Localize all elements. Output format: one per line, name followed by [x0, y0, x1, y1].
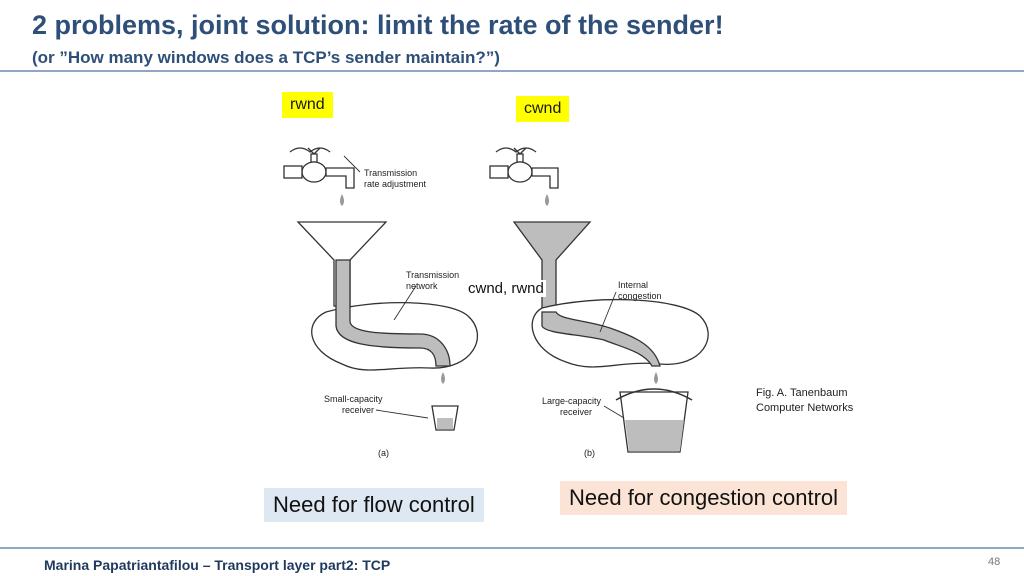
panel-a-pointers: [343, 155, 429, 419]
rwnd-tag: rwnd: [282, 92, 333, 118]
slide-subtitle: (or ”How many windows does a TCP’s sende…: [32, 48, 500, 67]
cwnd-rwnd-label: cwnd, rwnd: [466, 280, 546, 297]
figure-credit: Fig. A. Tanenbaum Computer Networks: [756, 386, 853, 416]
tap-funnel-diagram: Transmission rate adjustment Transmissio…: [283, 147, 709, 458]
a-tap-label-1: Transmission: [364, 168, 417, 178]
panel-b-pointers: [599, 291, 625, 419]
panel-b: Internal congestion Large-capacity recei…: [489, 147, 709, 458]
page-number: 48: [988, 556, 1001, 568]
pipe-a: [335, 259, 451, 367]
slide-title: 2 problems, joint solution: limit the ra…: [32, 10, 724, 40]
tap-a-icon: [283, 147, 355, 189]
cwnd-tag: cwnd: [516, 96, 570, 122]
small-receiver-water-a: [437, 418, 453, 429]
b-net-label-2: congestion: [618, 291, 662, 301]
water-drop-a2: [441, 372, 445, 384]
bucket-handle-b: [615, 388, 693, 401]
b-net-label-1: Internal: [618, 280, 648, 290]
a-net-label-2: network: [406, 281, 438, 291]
a-caption: (a): [378, 448, 389, 458]
congestion-control-box: Need for congestion control: [560, 481, 848, 515]
water-drop-b: [545, 194, 549, 206]
footer-text: Marina Papatriantafilou – Transport laye…: [44, 557, 391, 573]
a-recv-label-2: receiver: [342, 405, 374, 415]
a-recv-label-1: Small-capacity: [324, 394, 383, 404]
panel-a: Transmission rate adjustment Transmissio…: [283, 147, 479, 458]
b-recv-label-2: receiver: [560, 407, 592, 417]
flow-control-box: Need for flow control: [264, 488, 484, 522]
credit-line-1: Fig. A. Tanenbaum: [756, 387, 848, 399]
funnel-b: [512, 221, 592, 313]
b-recv-label-1: Large-capacity: [542, 396, 602, 406]
tanenbaum-figure: Transmission rate adjustment Transmissio…: [280, 130, 740, 470]
title-divider: [0, 70, 1024, 72]
a-net-label-1: Transmission: [406, 270, 459, 280]
water-drop-a: [340, 194, 344, 206]
tap-b-icon: [489, 147, 559, 189]
water-drop-b2: [654, 372, 658, 384]
footer-divider: [0, 547, 1024, 549]
credit-line-2: Computer Networks: [756, 402, 854, 414]
pipe-b: [541, 311, 661, 367]
b-caption: (b): [584, 448, 595, 458]
large-receiver-water-b: [625, 420, 684, 451]
a-tap-label-2: rate adjustment: [364, 179, 427, 189]
